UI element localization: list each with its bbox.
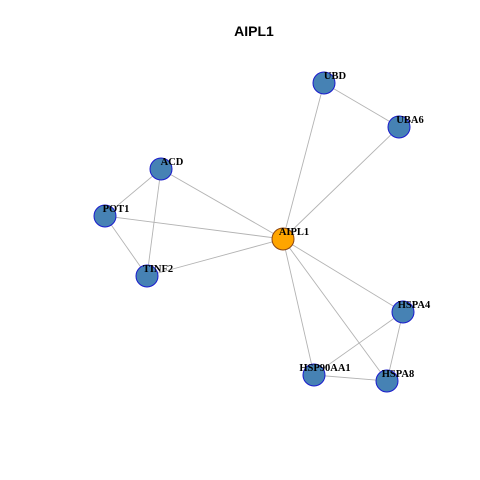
graph-title: AIPL1 (234, 23, 274, 39)
node-hspa8 (375, 369, 399, 393)
node-label-tinf2: TINF2 (143, 264, 173, 275)
edge-hspa4-hsp90aa1 (313, 311, 404, 376)
node-ubd (312, 71, 336, 95)
edge-ubd-uba6 (323, 82, 400, 128)
node-layer (93, 71, 415, 393)
edge-aipl1-uba6 (282, 126, 400, 240)
node-label-hspa4: HSPA4 (398, 300, 431, 311)
edge-aipl1-hsp90aa1 (282, 238, 315, 376)
edge-aipl1-ubd (282, 82, 325, 240)
node-label-uba6: UBA6 (396, 115, 423, 126)
edge-aipl1-acd (160, 168, 284, 240)
node-label-ubd: UBD (324, 71, 347, 82)
node-tinf2 (135, 264, 159, 288)
node-uba6 (387, 115, 411, 139)
node-label-acd: ACD (161, 157, 184, 168)
edge-aipl1-hspa8 (282, 238, 388, 382)
node-hspa4 (391, 300, 415, 324)
edge-aipl1-tinf2 (146, 238, 284, 277)
node-pot1 (93, 204, 117, 228)
edge-aipl1-pot1 (104, 215, 284, 240)
node-hsp90aa1 (302, 363, 326, 387)
edge-aipl1-hspa4 (282, 238, 404, 313)
edge-hspa4-hspa8 (386, 311, 404, 382)
node-label-aipl1: AIPL1 (279, 227, 309, 238)
node-acd (149, 157, 173, 181)
node-label-pot1: POT1 (103, 204, 130, 215)
node-label-hsp90aa1: HSP90AA1 (299, 363, 350, 374)
node-aipl1 (271, 227, 295, 251)
edge-hsp90aa1-hspa8 (313, 374, 388, 382)
edge-pot1-tinf2 (104, 215, 148, 277)
node-label-hspa8: HSPA8 (382, 369, 414, 380)
edge-layer (104, 82, 404, 382)
edge-acd-tinf2 (146, 168, 162, 277)
edge-acd-pot1 (104, 168, 162, 217)
